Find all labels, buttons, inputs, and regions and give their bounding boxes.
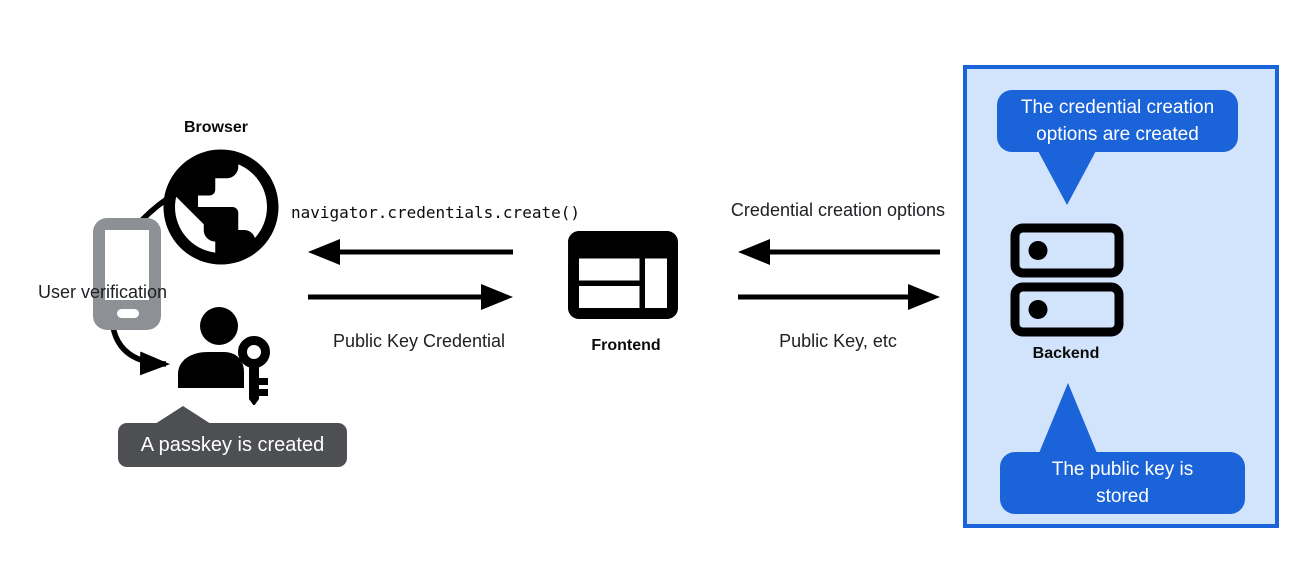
passkey-callout-text: A passkey is created: [140, 434, 325, 456]
smartphone-icon: [93, 218, 161, 330]
public-key-stored-callout-tail: [1039, 383, 1097, 453]
credential-creation-options-label: Credential creation options: [730, 200, 946, 220]
public-key-stored-callout: The public key is stored: [1000, 452, 1245, 514]
server-stack-icon: [1010, 223, 1124, 337]
passkey-callout: A passkey is created: [118, 423, 347, 467]
web-window-icon: [568, 231, 678, 319]
user-verification-label: User verification: [38, 282, 168, 302]
backend-label: Backend: [1032, 345, 1100, 362]
options-created-callout-text: The credential creation options are crea…: [1020, 97, 1215, 145]
create-call-label: navigator.credentials.create(): [291, 203, 580, 222]
options-created-callout-tail: [1037, 149, 1097, 205]
user-with-passkey-icon: [178, 307, 270, 405]
public-key-credential-label: Public Key Credential: [332, 331, 506, 351]
frontend-label: Frontend: [591, 337, 661, 354]
browser-globe-icon: [163, 149, 279, 265]
backend-frontend-arrows: [738, 239, 940, 310]
frontend-browser-arrows: [308, 239, 513, 310]
public-key-etc-label: Public Key, etc: [779, 331, 897, 351]
options-created-callout: The credential creation options are crea…: [997, 90, 1238, 152]
browser-label: Browser: [183, 119, 249, 136]
phone-to-user-arrow: [110, 326, 170, 376]
public-key-stored-callout-text: The public key is stored: [1051, 459, 1194, 507]
passkey-callout-tail: [155, 406, 211, 424]
